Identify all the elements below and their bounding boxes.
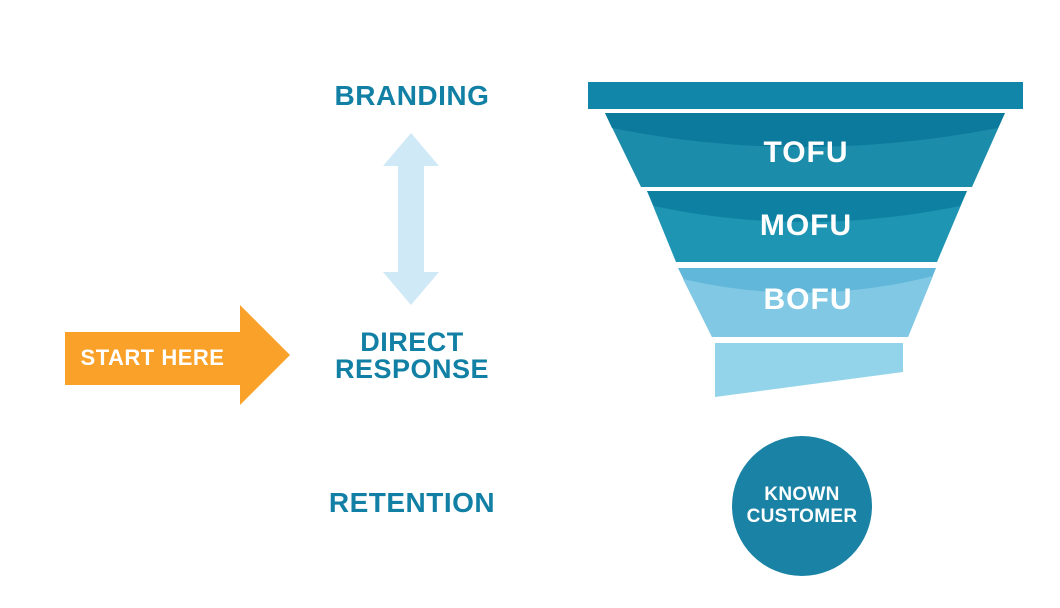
direct-response-line2: RESPONSE <box>334 354 490 384</box>
known-customer-badge: KNOWN CUSTOMER <box>732 436 872 576</box>
branding-label: BRANDING <box>334 80 490 111</box>
funnel-stage-tofu <box>605 113 1005 187</box>
retention-label: RETENTION <box>328 487 496 518</box>
tofu-stage-label: TOFU <box>763 136 849 169</box>
funnel-stage-bofu <box>678 268 936 337</box>
funnel-graphic <box>588 82 1023 397</box>
funnel-stage-mofu <box>647 191 967 262</box>
funnel-spout <box>715 343 903 397</box>
up-down-arrow-icon <box>383 133 439 305</box>
direct-response-line1: DIRECT <box>360 327 464 357</box>
funnel-top-bar <box>588 82 1023 109</box>
direct-response-label: DIRECT RESPONSE <box>257 329 567 383</box>
start-here-label: START HERE <box>80 345 225 370</box>
bofu-stage-label: BOFU <box>763 283 853 316</box>
known-customer-line1: KNOWN <box>764 484 840 505</box>
known-customer-line2: CUSTOMER <box>746 506 858 527</box>
start-here-arrow-icon <box>65 305 290 405</box>
mofu-stage-label: MOFU <box>759 209 853 242</box>
